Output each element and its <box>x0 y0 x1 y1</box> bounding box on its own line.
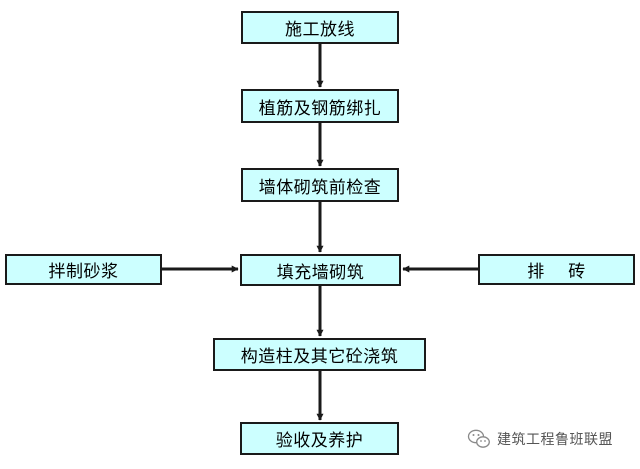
watermark: 建筑工程鲁班联盟 <box>467 428 613 450</box>
watermark-text: 建筑工程鲁班联盟 <box>497 432 613 448</box>
step-columns-pour: 构造柱及其它砼浇筑 <box>213 338 426 371</box>
step-stakeout: 施工放线 <box>241 11 399 44</box>
step-rebar-planting: 植筋及钢筋绑扎 <box>241 89 399 123</box>
step-pre-check: 墙体砌筑前检查 <box>241 168 399 202</box>
step-infill-masonry: 填充墙砌筑 <box>240 254 401 286</box>
wechat-icon <box>467 429 490 448</box>
input-brick-layout: 排 砖 <box>478 254 635 285</box>
step-acceptance-curing: 验收及养护 <box>240 422 399 455</box>
input-mortar: 拌制砂浆 <box>5 254 162 285</box>
